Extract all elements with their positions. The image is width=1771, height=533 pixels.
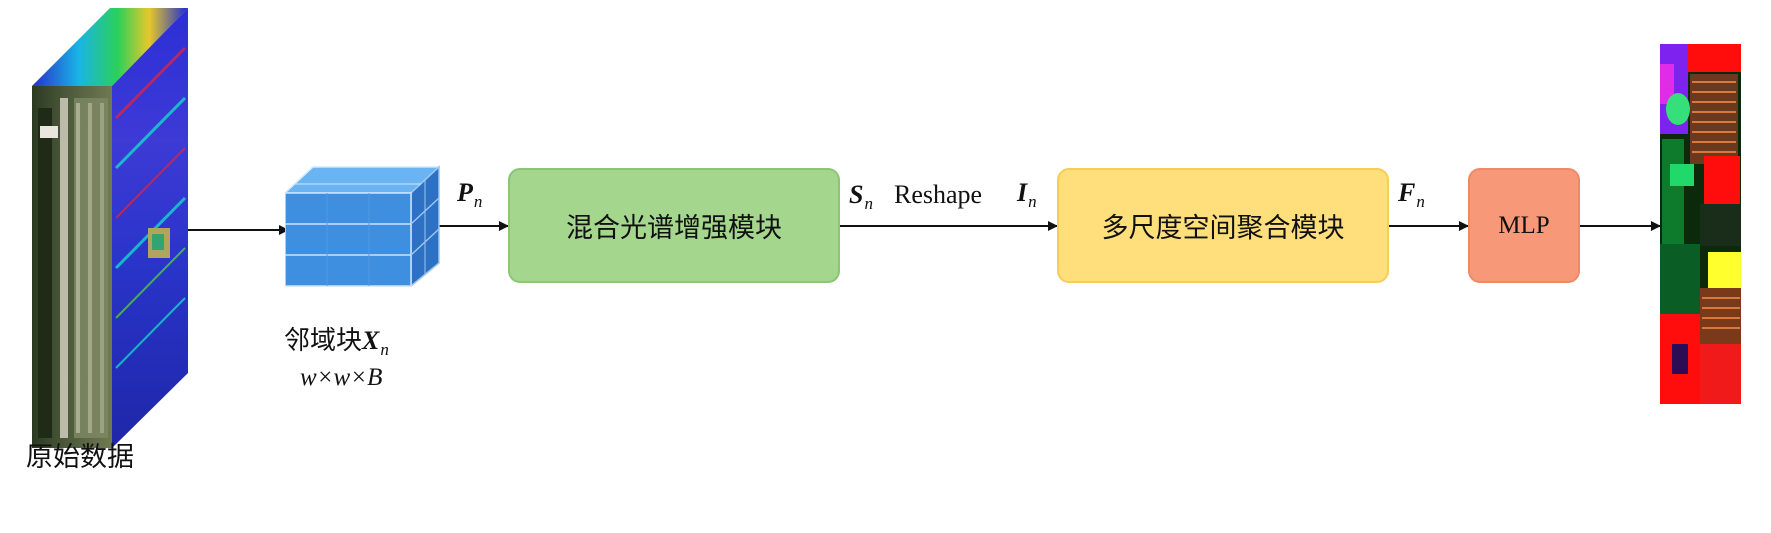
patch-cube-icon xyxy=(285,165,440,287)
hybrid-spectral-module: 混合光谱增强模块 xyxy=(508,168,840,283)
label-reshape: Reshape xyxy=(894,180,983,209)
patch-subscript: n xyxy=(380,340,389,359)
label-i: In xyxy=(1017,178,1037,211)
patch-dims: w×w×B xyxy=(300,364,383,391)
mlp-module: MLP xyxy=(1468,168,1580,283)
label-f: Fn xyxy=(1398,178,1425,211)
label-s: Sn xyxy=(849,180,873,213)
hyperspectral-cube-image xyxy=(32,8,188,448)
multiscale-spatial-module: 多尺度空间聚合模块 xyxy=(1057,168,1389,283)
label-p: Pn xyxy=(457,178,483,211)
classification-map-image xyxy=(1660,44,1741,404)
patch-label: 邻域块Xn xyxy=(284,320,389,359)
patch-title: 邻域块 xyxy=(284,326,363,356)
input-image-caption: 原始数据 xyxy=(26,442,134,473)
patch-symbol: X xyxy=(362,326,380,355)
